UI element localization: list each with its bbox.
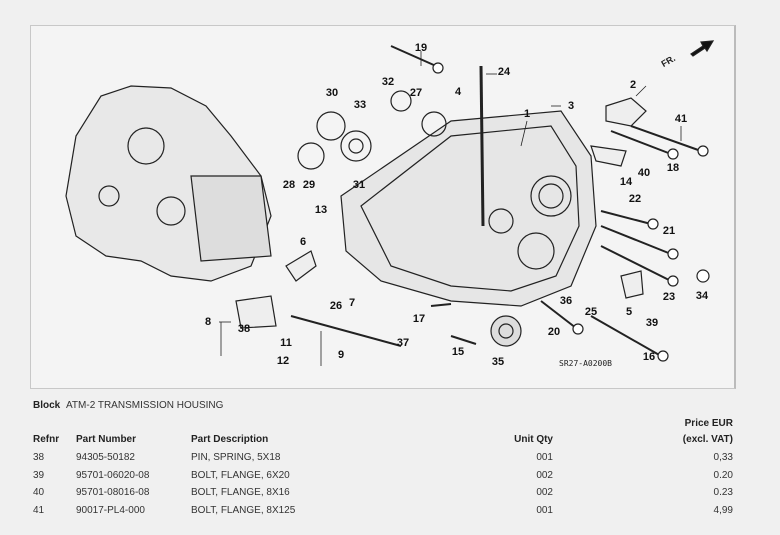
callout-25[interactable]: 25 <box>584 306 598 318</box>
cell-price: 0.20 <box>713 469 733 481</box>
callout-18[interactable]: 18 <box>666 162 680 174</box>
callout-15[interactable]: 15 <box>451 346 465 358</box>
exploded-view-drawing <box>65 40 715 366</box>
callout-41[interactable]: 41 <box>674 113 688 125</box>
callout-37[interactable]: 37 <box>396 337 410 349</box>
cell-refnr: 40 <box>33 487 45 498</box>
cell-description: BOLT, FLANGE, 6X20 <box>191 469 290 481</box>
cell-part-number: 90017-PL4-000 <box>76 504 145 516</box>
callout-19[interactable]: 19 <box>414 42 428 54</box>
callout-11[interactable]: 11 <box>280 337 292 349</box>
block-label: Block <box>33 400 61 411</box>
cell-refnr: 39 <box>33 469 45 481</box>
header-part-number: Part Number <box>76 434 137 445</box>
header-unit-qty: Unit Qty <box>514 434 553 445</box>
callout-34[interactable]: 34 <box>695 290 709 302</box>
callout-28[interactable]: 28 <box>282 179 296 191</box>
callout-26[interactable]: 26 <box>329 300 343 312</box>
callout-9[interactable]: 9 <box>337 349 345 361</box>
cell-price: 0,33 <box>713 452 733 463</box>
cell-description: BOLT, FLANGE, 8X16 <box>191 487 290 498</box>
callout-31[interactable]: 31 <box>352 179 366 191</box>
callout-23[interactable]: 23 <box>662 291 676 303</box>
block-name: ATM-2 TRANSMISSION HOUSING <box>66 400 224 411</box>
cell-refnr: 41 <box>33 504 45 516</box>
cell-unit-qty: 002 <box>536 487 553 498</box>
callout-1[interactable]: 1 <box>523 108 531 120</box>
callout-29[interactable]: 29 <box>302 179 316 191</box>
callout-22[interactable]: 22 <box>628 193 642 205</box>
cell-price: 4,99 <box>713 504 733 516</box>
cell-unit-qty: 001 <box>536 504 553 516</box>
cell-unit-qty: 002 <box>536 469 553 481</box>
callout-21[interactable]: 21 <box>662 225 676 237</box>
callout-33[interactable]: 33 <box>353 99 367 111</box>
callout-40[interactable]: 40 <box>637 167 651 179</box>
callout-12[interactable]: 12 <box>276 355 290 367</box>
callout-14[interactable]: 14 <box>619 176 633 188</box>
cell-part-number: 95701-06020-08 <box>76 469 150 481</box>
callout-36[interactable]: 36 <box>559 295 573 307</box>
cell-refnr: 38 <box>33 452 45 463</box>
callout-27[interactable]: 27 <box>409 87 423 99</box>
callout-39[interactable]: 39 <box>645 317 659 329</box>
callout-20[interactable]: 20 <box>547 326 561 338</box>
callout-2[interactable]: 2 <box>629 79 637 91</box>
callout-17[interactable]: 17 <box>412 313 426 325</box>
callout-24[interactable]: 24 <box>497 66 511 78</box>
callout-32[interactable]: 32 <box>381 76 395 88</box>
callout-16[interactable]: 16 <box>642 351 656 363</box>
callout-7[interactable]: 7 <box>348 297 356 309</box>
callout-8[interactable]: 8 <box>204 316 212 328</box>
callout-30[interactable]: 30 <box>325 87 339 99</box>
cell-part-number: 95701-08016-08 <box>76 487 150 498</box>
cell-unit-qty: 001 <box>536 452 553 463</box>
cell-part-number: 94305-50182 <box>76 452 135 463</box>
cell-description: BOLT, FLANGE, 8X125 <box>191 504 296 516</box>
header-price-line1: Price EUR <box>684 418 733 429</box>
callout-35[interactable]: 35 <box>491 356 505 368</box>
callout-6[interactable]: 6 <box>299 236 307 248</box>
callout-38[interactable]: 38 <box>237 323 251 335</box>
callout-5[interactable]: 5 <box>625 306 633 318</box>
callout-3[interactable]: 3 <box>567 100 575 112</box>
cell-price: 0.23 <box>713 487 733 498</box>
diagram-code: SR27-A0200B <box>559 359 612 368</box>
header-price-line2: (excl. VAT) <box>682 434 733 445</box>
callout-13[interactable]: 13 <box>314 204 328 216</box>
header-refnr: Refnr <box>33 434 60 445</box>
header-description: Part Description <box>191 434 269 445</box>
callout-4[interactable]: 4 <box>454 86 462 98</box>
cell-description: PIN, SPRING, 5X18 <box>191 452 281 463</box>
